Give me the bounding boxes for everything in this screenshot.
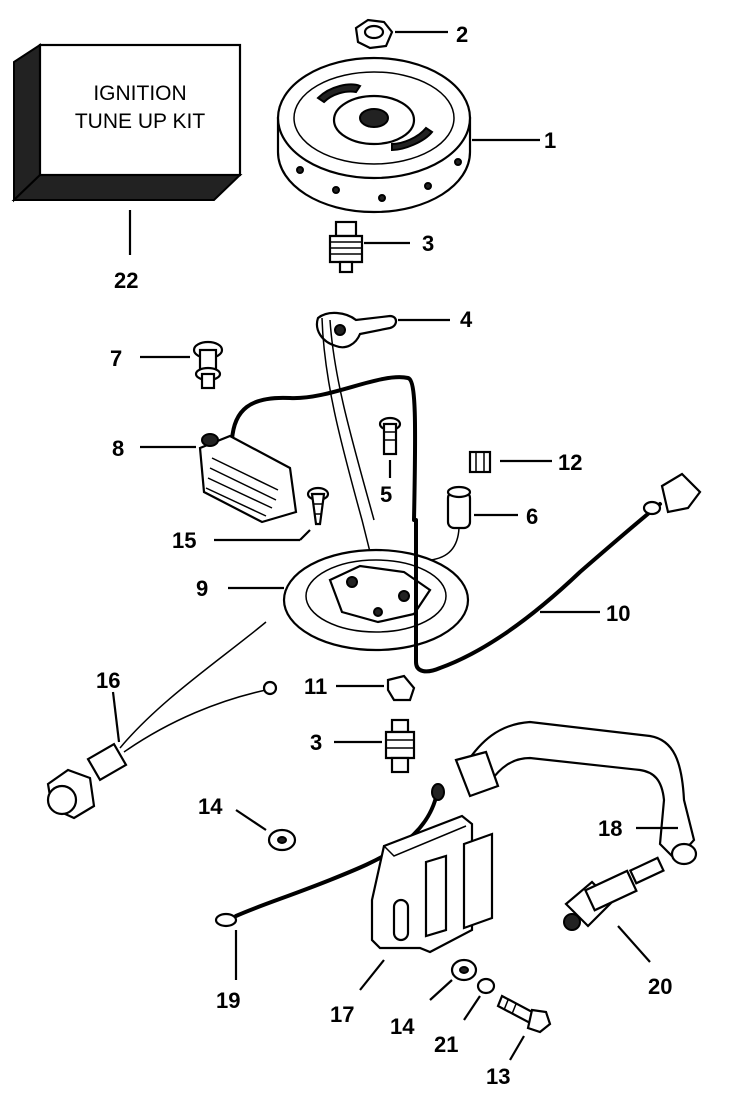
charge-coil-part (140, 375, 418, 524)
callout-9: 9 (196, 576, 208, 601)
callout-15: 15 (172, 528, 196, 553)
armature-plate-part (228, 317, 470, 652)
flywheel-part (276, 56, 540, 214)
kit-label-line2: TUNE UP KIT (75, 110, 205, 133)
kit-label-line1: IGNITION (93, 82, 186, 105)
callout-8: 8 (112, 436, 124, 461)
spark-plug-part (563, 856, 665, 963)
callout-7: 7 (110, 346, 122, 371)
lock-washer-part (463, 977, 496, 1021)
callout-18: 18 (598, 816, 622, 841)
nut-part (354, 18, 448, 50)
callout-11: 11 (304, 674, 327, 699)
bolt-part (496, 994, 552, 1061)
callout-5: 5 (380, 482, 392, 507)
washer-lower-part (429, 958, 478, 1001)
callout-10: 10 (606, 601, 630, 626)
screw-upper-part (328, 220, 410, 274)
callout-22: 22 (114, 268, 138, 293)
clip-12-part (468, 450, 552, 474)
screw-5-part (378, 416, 402, 478)
callout-20: 20 (648, 974, 672, 999)
callout-1: 1 (544, 128, 556, 153)
breaker-points-part (315, 311, 450, 349)
callout-3-lower: 3 (310, 730, 322, 755)
screw-7-part (140, 340, 224, 390)
ignition-coil-part (359, 814, 494, 991)
callout-21: 21 (434, 1032, 458, 1057)
ground-lead-part (214, 783, 445, 980)
screw-lower-part (334, 718, 416, 774)
callout-14-lower: 14 (390, 1014, 415, 1039)
clip-11-part (336, 674, 416, 702)
stop-switch-part (46, 621, 278, 820)
condenser-part (429, 485, 518, 561)
washer-upper-part (235, 809, 297, 852)
callout-6: 6 (526, 504, 538, 529)
screw-15-part (214, 486, 330, 542)
callout-14-upper: 14 (198, 794, 223, 819)
callout-13: 13 (486, 1064, 510, 1089)
tune-up-kit-box: IGNITION TUNE UP KIT (11, 43, 243, 255)
callout-12: 12 (558, 450, 582, 475)
plug-lead-part (454, 720, 698, 866)
callout-17: 17 (330, 1002, 354, 1027)
callout-19: 19 (216, 988, 240, 1013)
callout-16: 16 (96, 668, 120, 693)
ignition-lead-part (414, 472, 702, 674)
callout-2: 2 (456, 22, 468, 47)
callout-3-upper: 3 (422, 231, 434, 256)
callout-4: 4 (460, 307, 473, 332)
